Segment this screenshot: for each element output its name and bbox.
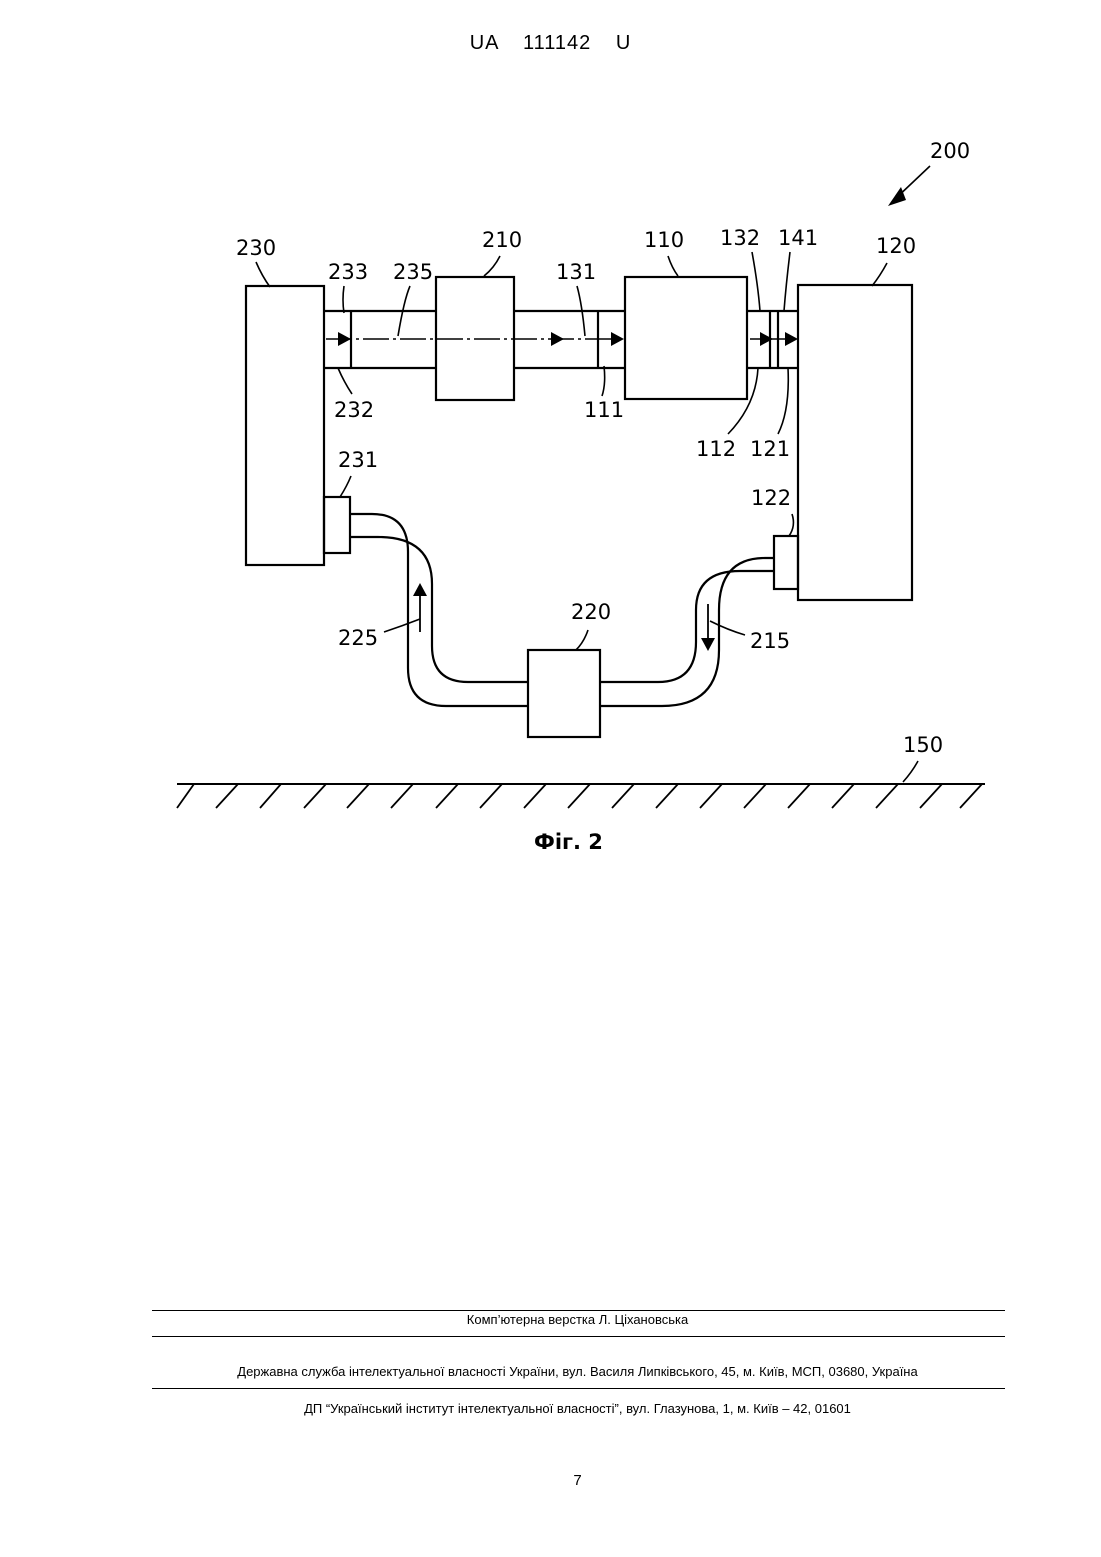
label-141: 141 <box>778 226 818 250</box>
label-132: 132 <box>720 226 760 250</box>
label-122: 122 <box>751 486 791 510</box>
label-231: 231 <box>338 448 378 472</box>
leader-lines <box>256 166 930 782</box>
label-233: 233 <box>328 260 368 284</box>
footer-layout-credit: Комп’ютерна верстка Л. Ціхановська <box>0 1312 1101 1327</box>
lower-conduit-inner <box>350 537 774 682</box>
connector-122 <box>774 536 798 589</box>
footer-rule-top <box>152 1310 1005 1311</box>
footer-rule-bottom <box>152 1388 1005 1389</box>
label-220: 220 <box>571 600 611 624</box>
label-215: 215 <box>750 629 790 653</box>
block-230 <box>246 286 324 565</box>
lower-conduit-outer <box>350 514 774 706</box>
footer-rule-middle <box>152 1336 1005 1337</box>
block-110 <box>625 277 747 399</box>
label-121: 121 <box>750 437 790 461</box>
figure-caption: Фіг. 2 <box>534 830 603 854</box>
label-235: 235 <box>393 260 433 284</box>
label-210: 210 <box>482 228 522 252</box>
label-230: 230 <box>236 236 276 260</box>
label-111: 111 <box>584 398 624 422</box>
label-200: 200 <box>930 139 970 163</box>
patent-figure-2: 200 230 233 235 210 131 110 132 141 120 … <box>0 0 1101 880</box>
block-220 <box>528 650 600 737</box>
label-120: 120 <box>876 234 916 258</box>
block-120 <box>798 285 912 600</box>
connector-231 <box>324 497 350 553</box>
footer-institute-address: ДП “Український інститут інтелектуальної… <box>0 1401 1101 1416</box>
label-131: 131 <box>556 260 596 284</box>
label-232: 232 <box>334 398 374 422</box>
footer-agency-address: Державна служба інтелектуальної власност… <box>0 1364 1101 1379</box>
label-110: 110 <box>644 228 684 252</box>
page-number: 7 <box>0 1472 1101 1489</box>
label-112: 112 <box>696 437 736 461</box>
ground-hatching <box>177 784 982 808</box>
label-150: 150 <box>903 733 943 757</box>
label-225: 225 <box>338 626 378 650</box>
